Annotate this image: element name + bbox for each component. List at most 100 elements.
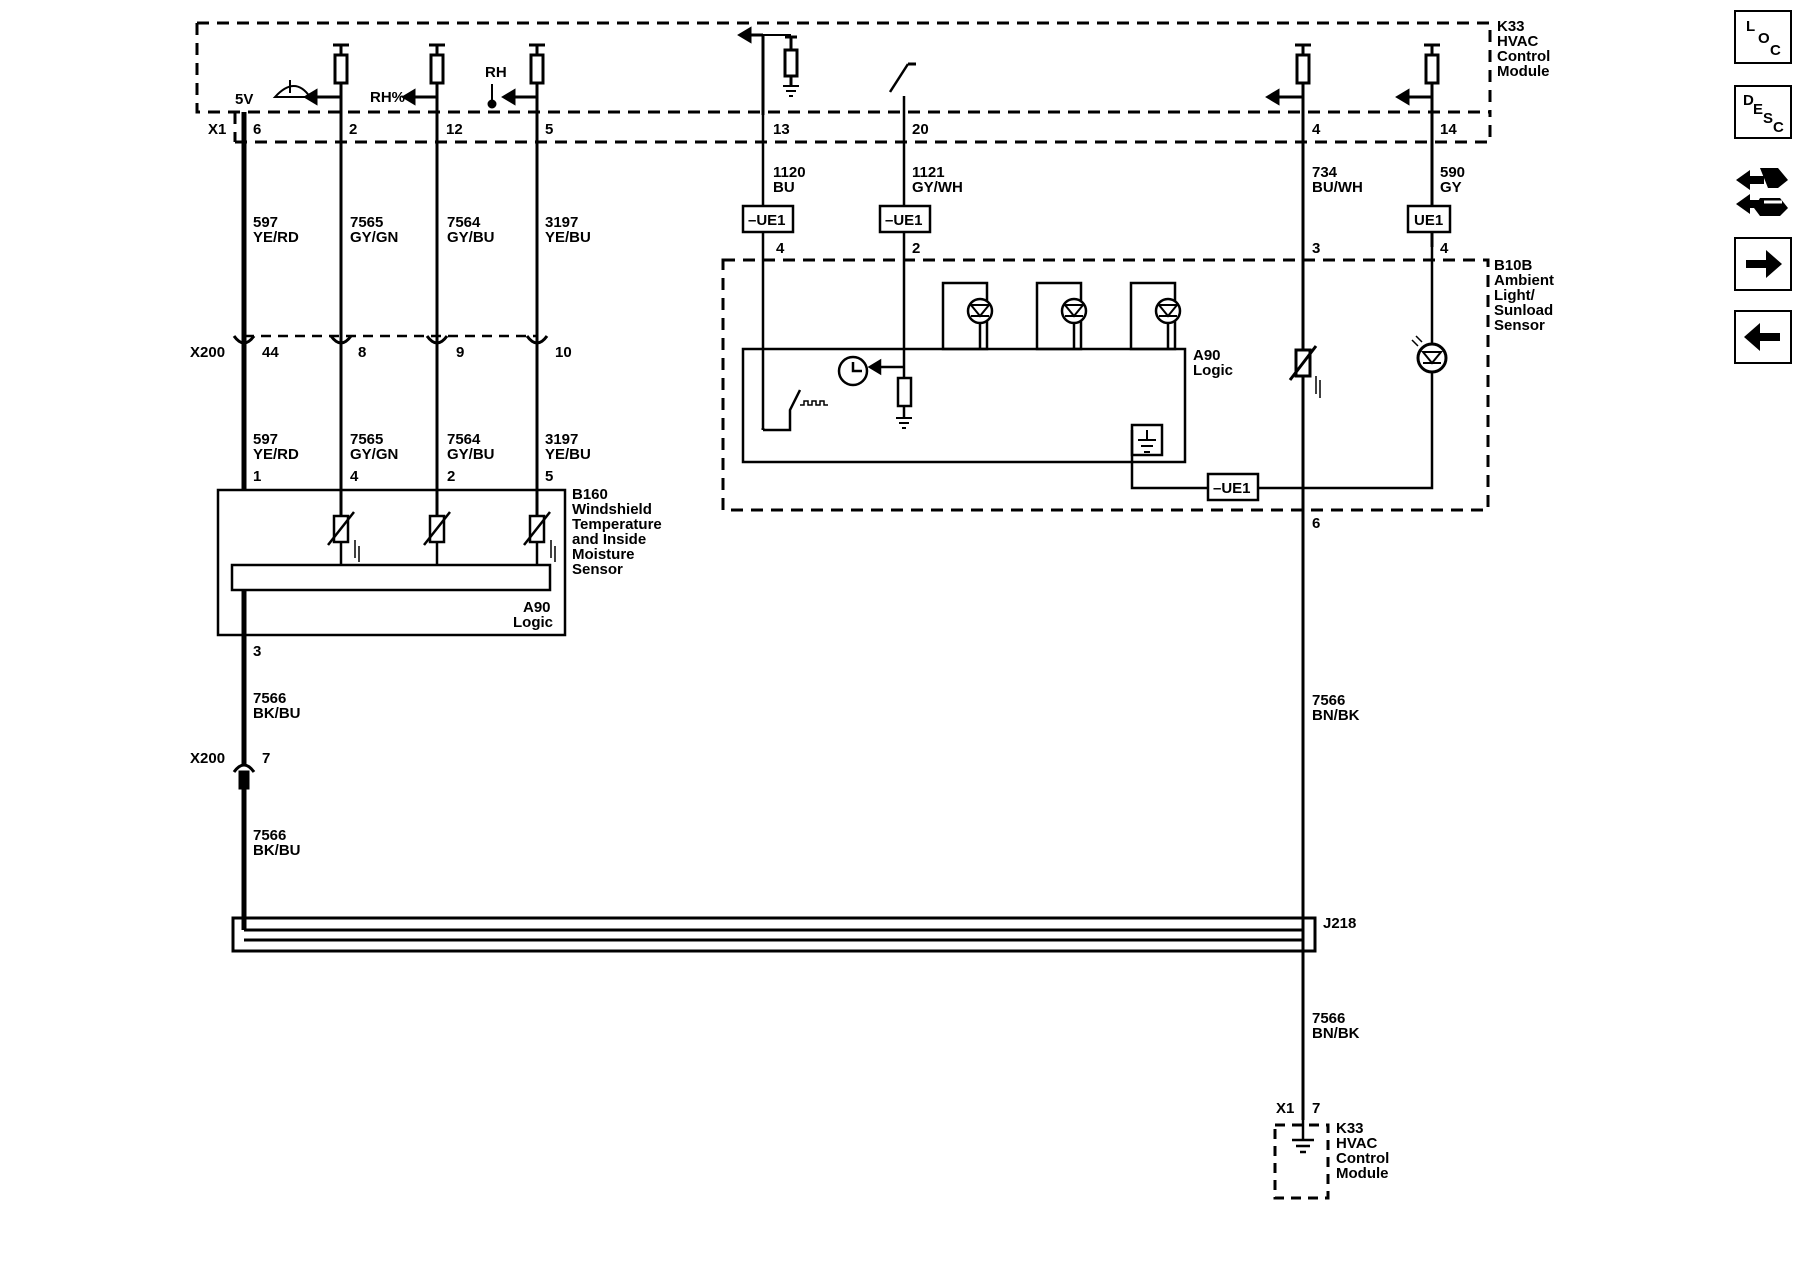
x200-terminals bbox=[232, 335, 549, 345]
svg-text:GY/WH: GY/WH bbox=[912, 179, 963, 196]
svg-text:K33: K33 bbox=[1336, 1120, 1364, 1137]
svg-text:3197: 3197 bbox=[545, 214, 578, 231]
svg-text:–UE1: –UE1 bbox=[748, 212, 786, 229]
svg-text:GY/GN: GY/GN bbox=[350, 229, 398, 246]
connector-icon[interactable] bbox=[1730, 158, 1794, 222]
svg-text:B10B: B10B bbox=[1494, 257, 1533, 274]
desc-letter-c: C bbox=[1773, 119, 1784, 136]
svg-text:4: 4 bbox=[776, 240, 785, 257]
svg-text:20: 20 bbox=[912, 121, 929, 138]
svg-text:597: 597 bbox=[253, 431, 278, 448]
b10b-a90-label: A90 Logic bbox=[1193, 347, 1233, 379]
svg-text:4: 4 bbox=[1440, 240, 1449, 257]
k33-bottom-label: K33 HVAC Control Module bbox=[1336, 1120, 1389, 1182]
svg-text:BN/BK: BN/BK bbox=[1312, 1025, 1360, 1042]
b160-sensor-box bbox=[216, 488, 567, 637]
x200-lower-pin: 7 bbox=[262, 750, 270, 767]
arrow-right-icon bbox=[1746, 250, 1782, 278]
svg-text:Ambient: Ambient bbox=[1494, 272, 1554, 289]
rh-percent-label: RH% bbox=[370, 89, 405, 106]
upper-wire-labels: 597 YE/RD 7565 GY/GN 7564 GY/BU 3197 YE/… bbox=[253, 164, 1465, 246]
svg-text:UE1: UE1 bbox=[1414, 212, 1443, 229]
five-volt-label: 5V bbox=[235, 91, 253, 108]
svg-text:7564: 7564 bbox=[447, 214, 481, 231]
svg-text:4: 4 bbox=[1312, 121, 1321, 138]
svg-text:7564: 7564 bbox=[447, 431, 481, 448]
svg-text:7566: 7566 bbox=[253, 827, 286, 844]
svg-text:Control: Control bbox=[1336, 1150, 1389, 1167]
svg-text:7566: 7566 bbox=[253, 690, 286, 707]
x1-bottom-label: X1 bbox=[1276, 1100, 1294, 1117]
b160-ground-pin: 3 bbox=[253, 643, 261, 660]
description-icon: D E S C bbox=[1736, 87, 1790, 137]
svg-text:BN/BK: BN/BK bbox=[1312, 707, 1360, 724]
svg-text:3197: 3197 bbox=[545, 431, 578, 448]
x200-pin7-terminal bbox=[232, 763, 256, 773]
svg-text:Windshield: Windshield bbox=[572, 501, 652, 518]
desc-letter-d: D bbox=[1743, 92, 1754, 109]
svg-text:13: 13 bbox=[773, 121, 790, 138]
x1-top-label: X1 bbox=[208, 121, 226, 138]
b10b-internal bbox=[763, 247, 1434, 502]
svg-text:A90: A90 bbox=[1193, 347, 1221, 364]
svg-text:BK/BU: BK/BU bbox=[253, 705, 301, 722]
svg-text:YE/BU: YE/BU bbox=[545, 446, 591, 463]
previous-button[interactable] bbox=[1734, 310, 1792, 364]
rh-label: RH bbox=[485, 64, 507, 81]
svg-text:Logic: Logic bbox=[513, 614, 553, 631]
svg-text:GY/GN: GY/GN bbox=[350, 446, 398, 463]
svg-text:1: 1 bbox=[253, 468, 261, 485]
svg-text:Module: Module bbox=[1336, 1165, 1389, 1182]
svg-text:4: 4 bbox=[350, 468, 359, 485]
j218-splice-pack bbox=[231, 916, 1317, 953]
b10b-harness-left bbox=[737, 26, 916, 430]
svg-text:BK/BU: BK/BU bbox=[253, 842, 301, 859]
svg-text:YE/RD: YE/RD bbox=[253, 229, 299, 246]
bnbk-wire-label-lower: 7566 BN/BK bbox=[1312, 1010, 1360, 1042]
svg-text:Control: Control bbox=[1497, 48, 1550, 65]
location-button[interactable]: L O C bbox=[1734, 10, 1792, 64]
svg-text:GY/BU: GY/BU bbox=[447, 446, 495, 463]
ue1-connectors bbox=[741, 204, 1452, 234]
svg-text:Module: Module bbox=[1497, 63, 1550, 80]
b160-harness bbox=[241, 45, 539, 930]
desc-letter-e: E bbox=[1753, 101, 1764, 118]
b10b-pin-numbers: 4 2 3 4 bbox=[776, 240, 1449, 257]
loc-letter-l: L bbox=[1746, 18, 1756, 35]
svg-text:Sensor: Sensor bbox=[1494, 317, 1545, 334]
svg-text:9: 9 bbox=[456, 344, 464, 361]
next-button[interactable] bbox=[1734, 237, 1792, 291]
svg-text:Sensor: Sensor bbox=[572, 561, 623, 578]
svg-text:5: 5 bbox=[545, 121, 553, 138]
bkbu-wire-label-upper: 7566 BK/BU bbox=[253, 690, 301, 722]
svg-text:Logic: Logic bbox=[1193, 362, 1233, 379]
module-pullup-resistors bbox=[272, 43, 545, 109]
k33-module-outline bbox=[195, 21, 1492, 144]
svg-text:7565: 7565 bbox=[350, 214, 383, 231]
svg-text:7566: 7566 bbox=[1312, 1010, 1345, 1027]
x1-bottom-pin: 7 bbox=[1312, 1100, 1320, 1117]
desc-letter-s: S bbox=[1763, 110, 1774, 127]
b160-label: B160 Windshield Temperature and Inside M… bbox=[572, 486, 662, 578]
top-pin-numbers: 6 2 12 5 13 20 4 14 bbox=[253, 121, 1457, 138]
k33-bottom-outline bbox=[1273, 1123, 1330, 1200]
loc-letter-c: C bbox=[1770, 42, 1781, 59]
svg-text:B160: B160 bbox=[572, 486, 608, 503]
svg-text:2: 2 bbox=[349, 121, 357, 138]
svg-text:14: 14 bbox=[1440, 121, 1457, 138]
svg-text:1121: 1121 bbox=[912, 164, 945, 181]
svg-text:2: 2 bbox=[912, 240, 920, 257]
j218-label: J218 bbox=[1323, 915, 1356, 932]
b10b-harness-right bbox=[1265, 43, 1448, 1120]
b160-logic-bar bbox=[230, 563, 552, 592]
svg-text:597: 597 bbox=[253, 214, 278, 231]
description-button[interactable]: D E S C bbox=[1734, 85, 1792, 139]
svg-text:7565: 7565 bbox=[350, 431, 383, 448]
svg-text:8: 8 bbox=[358, 344, 366, 361]
b10b-photodiodes bbox=[941, 281, 1182, 351]
svg-text:Temperature: Temperature bbox=[572, 516, 662, 533]
svg-text:–UE1: –UE1 bbox=[885, 212, 923, 229]
svg-text:HVAC: HVAC bbox=[1336, 1135, 1378, 1152]
bkbu-wire-label-lower: 7566 BK/BU bbox=[253, 827, 301, 859]
svg-text:5: 5 bbox=[545, 468, 553, 485]
